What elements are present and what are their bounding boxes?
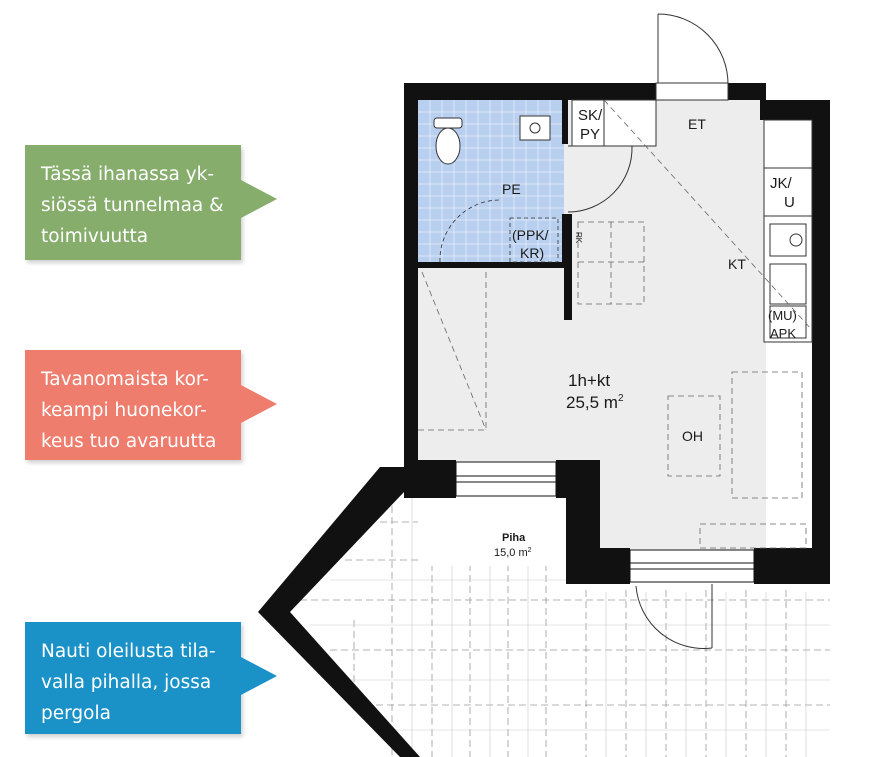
yard-door — [635, 584, 713, 649]
callout-coziness: Tässä ihanassa yk- siössä tunnelmaa & to… — [25, 145, 277, 260]
yard-grid-solid — [310, 498, 830, 757]
callout-line: Tässä ihanassa yk- — [41, 164, 215, 185]
label-sk: SK/ — [578, 107, 603, 124]
label-rk: RK — [574, 232, 583, 244]
yard-wall — [258, 467, 420, 757]
callout-line: keampi huonekor- — [41, 400, 207, 421]
label-area: 25,5 m2 — [566, 393, 624, 412]
label-apk: APK — [770, 326, 796, 341]
label-yard-area: 15,0 m2 — [494, 547, 532, 559]
label-yard: Piha — [502, 532, 526, 544]
dashed-guides — [418, 99, 813, 549]
label-kitchen: KT — [728, 256, 746, 272]
label-mu: (MU) — [768, 308, 797, 323]
outer-walls — [404, 83, 830, 584]
label-ppk: (PPK/ — [512, 227, 549, 243]
toilet — [433, 117, 463, 165]
callout-line: siössä tunnelmaa & — [41, 195, 224, 216]
closets — [571, 99, 813, 217]
yard-bump-floor — [574, 460, 766, 556]
windows — [455, 461, 755, 583]
label-py: PY — [580, 126, 600, 143]
label-jk: JK/ — [770, 175, 793, 192]
callout-line: Tavanomaista kor- — [41, 369, 209, 390]
bathroom-walls — [418, 100, 572, 320]
label-entry: ET — [688, 116, 706, 132]
area-value: 25,5 m — [566, 393, 618, 412]
kitchen-counter — [763, 215, 813, 343]
label-u: U — [784, 194, 795, 211]
shower-area — [439, 199, 559, 263]
label-kr: KR) — [520, 245, 544, 261]
callout-yard: Nauti oleilusta tila- valla pihalla, jos… — [25, 622, 277, 734]
callout-line: pergola — [41, 703, 111, 724]
callout-line: Nauti oleilusta tila- — [41, 641, 216, 662]
callout-line: keus tuo avaruutta — [41, 431, 217, 452]
label-living: OH — [682, 428, 703, 444]
callout-line: valla pihalla, jossa — [41, 672, 212, 693]
sink — [519, 115, 551, 141]
area-sup: 2 — [618, 393, 624, 404]
yard-area-value: 15,0 m — [494, 547, 528, 559]
callout-ceiling-height: Tavanomaista kor- keampi huonekor- keus … — [25, 350, 277, 460]
yard-area-sup: 2 — [528, 547, 532, 554]
label-bathroom: PE — [502, 181, 521, 197]
callout-line: toimivuutta — [41, 226, 149, 247]
label-apartment-type: 1h+kt — [568, 371, 610, 390]
entry-door — [655, 13, 729, 101]
